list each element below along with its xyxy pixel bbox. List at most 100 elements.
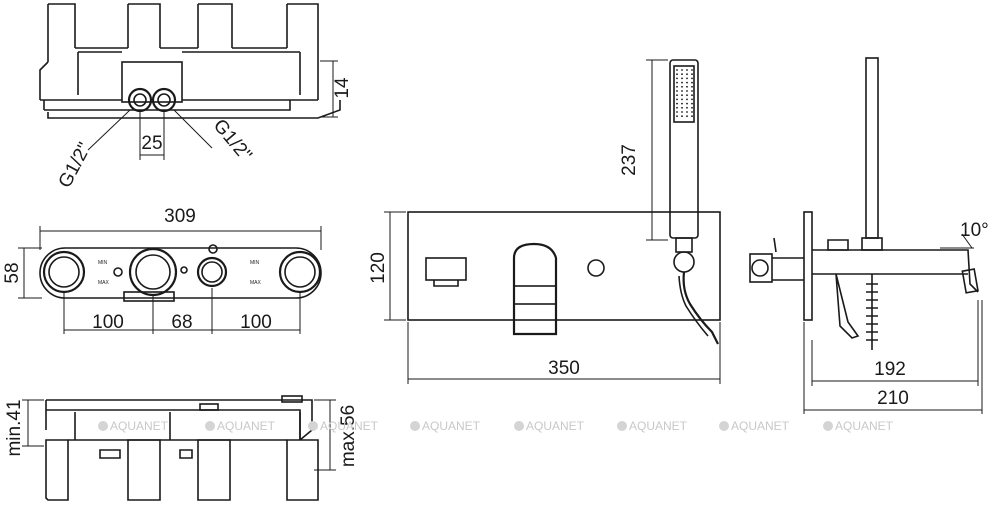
front-body-view: MIN MAX MIN MAX [39,244,322,302]
dim-237: 237 [619,59,668,241]
shower-hole [681,81,683,84]
shower-hole [686,85,688,88]
dim-max56-label: max.56 [338,405,359,467]
dim-350-label: 350 [548,358,580,379]
dim-100-right-label: 100 [240,312,272,333]
shower-hole [691,73,693,76]
shower-hole [676,77,678,80]
thread-left-label: G1/2" [55,139,96,191]
watermark-text-8: AQUANET [835,419,894,433]
min-mark-left: MIN [98,260,108,266]
shower-hole [691,102,693,105]
shower-hole [686,111,688,113]
dim-192: 192 [811,300,979,386]
shower-hole [691,69,693,71]
watermark-3: AQUANET [308,419,379,433]
dim-10deg: 10° [940,220,989,249]
shower-hole [686,98,688,101]
shower-hole [676,94,678,97]
watermark-text-1: AQUANET [110,419,169,433]
shower-hole [676,106,678,109]
dim-max56: max.56 [314,399,359,471]
watermark-text-5: AQUANET [526,419,585,433]
shower-hole [681,94,683,97]
shower-hole [676,111,678,113]
shower-hole [676,85,678,88]
dim-210-label: 210 [877,388,909,409]
shower-hole [681,73,683,76]
dim-237-label: 237 [619,144,640,176]
shower-hole [681,85,683,88]
shower-hole [681,77,683,80]
watermark-text-2: AQUANET [217,419,276,433]
dim-14-label: 14 [332,77,353,99]
shower-hole [676,98,678,101]
shower-hole [681,115,683,118]
watermark-7: AQUANET [719,419,790,433]
shower-hole [681,102,683,105]
thread-right-label: G1/2" [209,115,256,165]
shower-hole [691,94,693,97]
shower-hole [681,106,683,109]
watermark-text-3: AQUANET [320,419,379,433]
dim-min41: min.41 [4,399,44,457]
shower-hole [676,90,678,92]
shower-hole [681,111,683,113]
watermark-6: AQUANET [617,419,688,433]
dim-25: 25 [139,111,165,160]
dim-spans: 100 68 100 [63,288,301,334]
shower-hole [676,102,678,105]
dim-350: 350 [407,322,721,384]
watermark-text-6: AQUANET [629,419,688,433]
shower-hole [686,69,688,71]
dim-309-label: 309 [164,206,196,227]
shower-hole [686,115,688,118]
dim-120: 120 [368,211,406,321]
shower-hole [691,111,693,113]
shower-hole [691,106,693,109]
shower-hole [686,81,688,84]
watermark-4: AQUANET [410,419,481,433]
shower-hole [681,98,683,101]
watermark-text-4: AQUANET [422,419,481,433]
dim-min41-label: min.41 [4,399,25,456]
dim-210: 210 [803,300,983,414]
panel-view [407,59,721,345]
dim-120-label: 120 [368,252,389,284]
dim-100-left-label: 100 [92,312,124,333]
shower-hole [676,81,678,84]
shower-hole [681,90,683,92]
watermark-text-7: AQUANET [731,419,790,433]
shower-hole [691,115,693,118]
dim-58: 58 [2,247,42,299]
shower-hole [691,98,693,101]
dim-14: 14 [320,60,353,118]
watermark-row: AQUANET AQUANET AQUANET AQUANET AQUANET … [98,419,894,433]
dim-309: 309 [39,206,322,250]
watermark-8: AQUANET [823,419,894,433]
shower-hole [681,69,683,71]
shower-hole [691,85,693,88]
dim-25-label: 25 [141,133,162,154]
min-mark-right: MIN [250,260,260,266]
watermark-2: AQUANET [205,419,276,433]
shower-hole [691,81,693,84]
shower-hole [691,77,693,80]
top-view [39,3,341,119]
dim-192-label: 192 [874,359,906,380]
side-body-view [45,395,319,501]
watermark-1: AQUANET [98,419,169,433]
shower-hole [686,106,688,109]
profile-view [749,57,979,350]
dim-68-label: 68 [171,312,192,333]
shower-hole [686,73,688,76]
dim-58-label: 58 [2,262,23,283]
dim-10deg-label: 10° [960,220,989,241]
shower-hole [686,94,688,97]
shower-hole [676,69,678,71]
shower-hole [676,115,678,118]
max-mark-left: MAX [98,280,110,286]
watermark-5: AQUANET [514,419,585,433]
shower-hole [686,102,688,105]
